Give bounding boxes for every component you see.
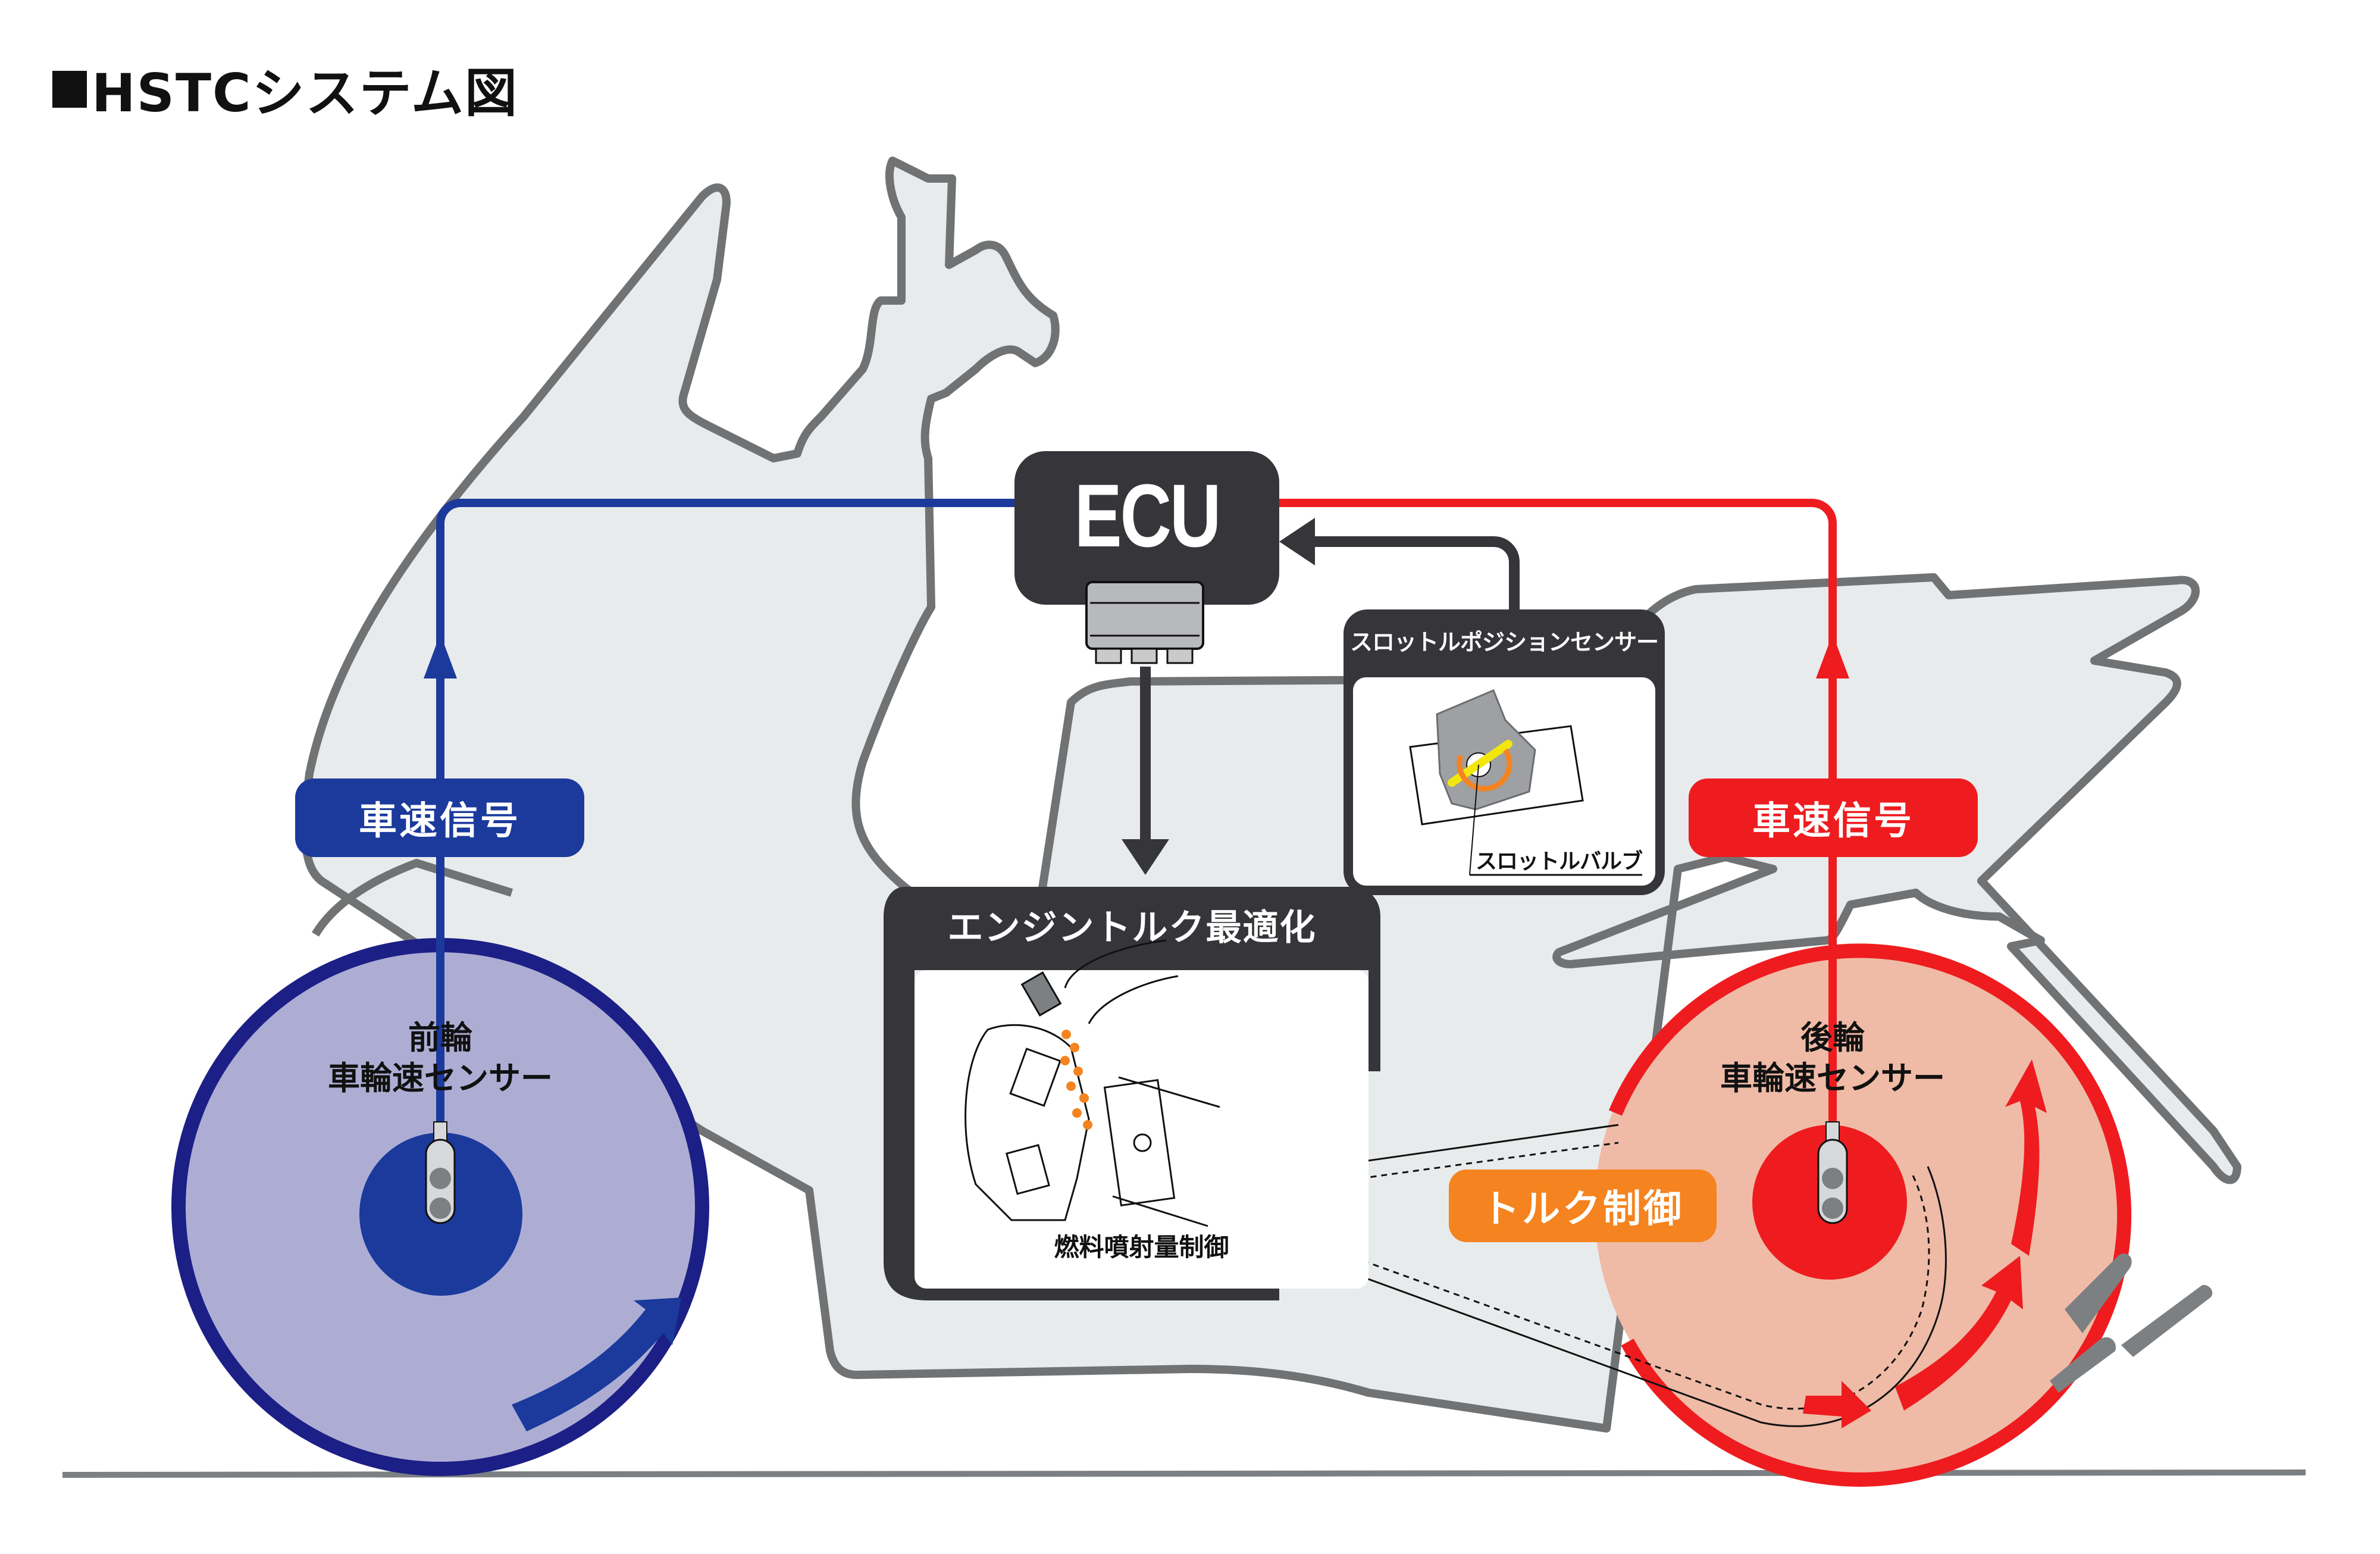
engine-valve-spring-upper xyxy=(1009,1048,1061,1107)
front-signal-line xyxy=(436,499,1023,1119)
throttle-to-ecu-line xyxy=(1309,536,1520,619)
fuel-droplet xyxy=(1060,1056,1070,1065)
rear-signal-line xyxy=(1279,499,1837,1119)
front-sensor-label-line2: 車輪速センサー xyxy=(328,1059,553,1097)
throttle-body-illustration xyxy=(1409,689,1642,876)
motorcycle-silhouette xyxy=(301,157,2241,1433)
front-fender-outline xyxy=(311,859,513,937)
front-wheel-speed-sensor-label: 前輪 車輪速センサー xyxy=(292,1018,589,1099)
rear-sensor-label-line2: 車輪速センサー xyxy=(1720,1059,1945,1097)
fuel-droplet xyxy=(1073,1067,1083,1076)
front-signal-arrow-icon xyxy=(424,634,457,678)
fuel-droplet xyxy=(1070,1043,1079,1052)
ecu-connector-pin-1 xyxy=(1095,648,1122,664)
front-sensor-label-line1: 前輪 xyxy=(408,1019,472,1056)
spin-debris-3 xyxy=(2050,1337,2116,1393)
rear-wheel-speed-sensor-icon xyxy=(1817,1121,1848,1224)
ecu-box xyxy=(1014,451,1279,605)
spin-debris-2 xyxy=(2121,1285,2213,1357)
ecu-connector-pin-2 xyxy=(1130,648,1158,664)
rear-speed-signal-label: 車速信号 xyxy=(1752,799,1914,843)
throttle-valve-leader xyxy=(1469,764,1479,876)
front-rotation-arrow-icon xyxy=(512,1297,681,1431)
rear-wheel xyxy=(1287,943,2213,1487)
torque-control-label: トルク制御 xyxy=(1482,1187,1684,1231)
front-signal-path xyxy=(424,499,1023,1125)
throttle-to-ecu-arrow-icon xyxy=(1279,518,1315,565)
rear-signal-arrow-icon xyxy=(1816,634,1849,678)
engine-illustration xyxy=(964,939,1220,1227)
title-text: HSTCシステム図 xyxy=(92,62,518,124)
rear-wheel-rim xyxy=(1608,943,2132,1487)
fuel-injection-caption: 燃料噴射量制御 xyxy=(1054,1233,1229,1262)
title-square-bullet xyxy=(52,70,87,108)
front-sensor-hole-1 xyxy=(430,1168,451,1189)
fuel-injector-icon xyxy=(1020,971,1062,1017)
engine-cylinder-wall xyxy=(1112,1076,1220,1227)
rear-sensor-hole-1 xyxy=(1822,1168,1843,1189)
ecu-connector-body xyxy=(1085,581,1204,650)
rear-sensor-hole-2 xyxy=(1822,1197,1843,1219)
throttle-sensor-title: スロットルポジションセンサー xyxy=(1349,629,1659,655)
front-wheel-speed-sensor-icon xyxy=(425,1121,456,1224)
front-speed-signal-badge: 車速信号 xyxy=(295,778,584,857)
throttle-valve-label: スロットルバルブ xyxy=(1476,849,1643,874)
torque-control-badge: トルク制御 xyxy=(1449,1170,1717,1242)
engine-torque-title: エンジントルク最適化 xyxy=(947,907,1317,949)
engine-piston xyxy=(1103,1079,1176,1206)
spin-debris-1 xyxy=(2065,1253,2132,1333)
fuel-droplet xyxy=(1083,1120,1092,1130)
ecu-connector-pin-3 xyxy=(1166,648,1194,664)
rear-rotation-arrow-large-icon xyxy=(2005,1059,2047,1256)
rear-rotation-arrow-small-icon xyxy=(1803,1381,1871,1428)
rear-signal-path xyxy=(1279,499,1849,1125)
fuel-spray-droplets xyxy=(1060,1030,1092,1130)
engine-cylinder-head xyxy=(964,1024,1090,1221)
throttle-rotation-arrow-icon xyxy=(1457,748,1512,792)
rear-sensor-label-line1: 後輪 xyxy=(1800,1019,1865,1056)
ecu-to-engine-arrow-icon xyxy=(1122,839,1169,875)
diagram-title: HSTCシステム図 xyxy=(52,51,518,127)
rear-rotation-arrow-medium-icon xyxy=(1895,1256,2023,1411)
fuel-droplet xyxy=(1066,1081,1076,1091)
rear-speed-signal-badge: 車速信号 xyxy=(1689,778,1978,857)
fuel-droplet xyxy=(1072,1108,1082,1118)
motorcycle-body-outline xyxy=(301,157,2241,1433)
fuel-droplet xyxy=(1061,1030,1071,1039)
front-speed-signal-label: 車速信号 xyxy=(359,799,521,843)
engine-intake-port xyxy=(1064,939,1179,1024)
rear-wheel-speed-sensor-label: 後輪 車輪速センサー xyxy=(1684,1018,1981,1099)
ecu-label: ECU xyxy=(1074,465,1222,565)
engine-valve-spring-lower xyxy=(1006,1144,1050,1195)
front-sensor-hole-2 xyxy=(430,1197,451,1219)
engine-panel-frame xyxy=(884,887,1380,1300)
engine-piston-pin xyxy=(1133,1133,1152,1152)
fuel-droplet xyxy=(1079,1093,1089,1103)
